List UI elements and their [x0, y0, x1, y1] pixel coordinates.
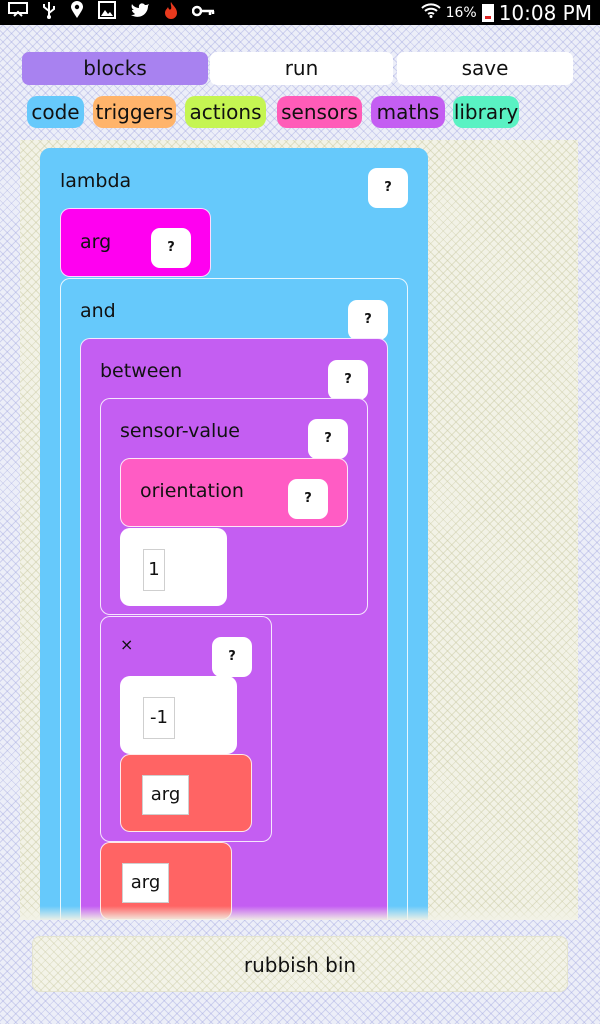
flame-icon: [164, 1, 178, 24]
category-actions[interactable]: actions: [185, 96, 266, 128]
battery-icon: [481, 3, 494, 22]
workspace-fade: [20, 906, 578, 920]
arg-ref-input-2[interactable]: arg: [122, 863, 169, 903]
arg-param-help-button[interactable]: ?: [151, 228, 191, 268]
system-status: 16% 10:08 PM: [420, 0, 600, 25]
times-help-button[interactable]: ?: [212, 637, 252, 677]
sensor-value-help-button[interactable]: ?: [308, 419, 348, 459]
category-library[interactable]: library: [453, 96, 519, 128]
clock: 10:08 PM: [498, 0, 592, 25]
times-block-title: ×: [120, 635, 134, 654]
orientation-block[interactable]: orientation ?: [120, 458, 348, 527]
tab-blocks[interactable]: blocks: [22, 52, 208, 85]
arg-ref-input-1[interactable]: arg: [142, 775, 189, 815]
and-help-button[interactable]: ?: [348, 300, 388, 340]
between-block-title: between: [100, 360, 183, 382]
status-bar: 16% 10:08 PM: [0, 0, 600, 25]
location-pin-icon: [70, 1, 84, 24]
category-triggers[interactable]: triggers: [93, 96, 176, 128]
arg-param-title: arg: [80, 231, 112, 253]
arg-ref-block-1[interactable]: arg: [120, 754, 252, 832]
number-input-1[interactable]: 1: [143, 549, 165, 591]
usb-icon: [42, 1, 56, 24]
tab-save[interactable]: save: [397, 52, 573, 85]
battery-percent: 16%: [445, 4, 477, 21]
lambda-help-button[interactable]: ?: [368, 168, 408, 208]
orientation-help-button[interactable]: ?: [288, 479, 328, 519]
notification-icons: [0, 1, 216, 24]
screen-cast-icon: [8, 2, 28, 23]
category-sensors[interactable]: sensors: [277, 96, 362, 128]
key-icon: [191, 3, 216, 23]
and-block-title: and: [80, 300, 116, 322]
lambda-block-title: lambda: [60, 170, 132, 192]
twitter-icon: [130, 2, 150, 23]
image-icon: [98, 1, 116, 24]
orientation-block-title: orientation: [140, 480, 244, 502]
number-block-minus-one[interactable]: -1: [120, 676, 237, 754]
category-maths[interactable]: maths: [371, 96, 445, 128]
rubbish-bin[interactable]: rubbish bin: [32, 936, 568, 992]
wifi-icon: [420, 2, 441, 23]
tab-run[interactable]: run: [210, 52, 393, 85]
number-input-minus-one[interactable]: -1: [143, 697, 175, 739]
number-block-1[interactable]: 1: [120, 528, 227, 606]
block-workspace[interactable]: lambda ? arg ? and ? between ? sensor-va…: [20, 140, 578, 920]
sensor-value-title: sensor-value: [120, 420, 240, 442]
category-code[interactable]: code: [27, 96, 84, 128]
between-help-button[interactable]: ?: [328, 360, 368, 400]
arg-param-block[interactable]: arg ?: [60, 208, 211, 277]
